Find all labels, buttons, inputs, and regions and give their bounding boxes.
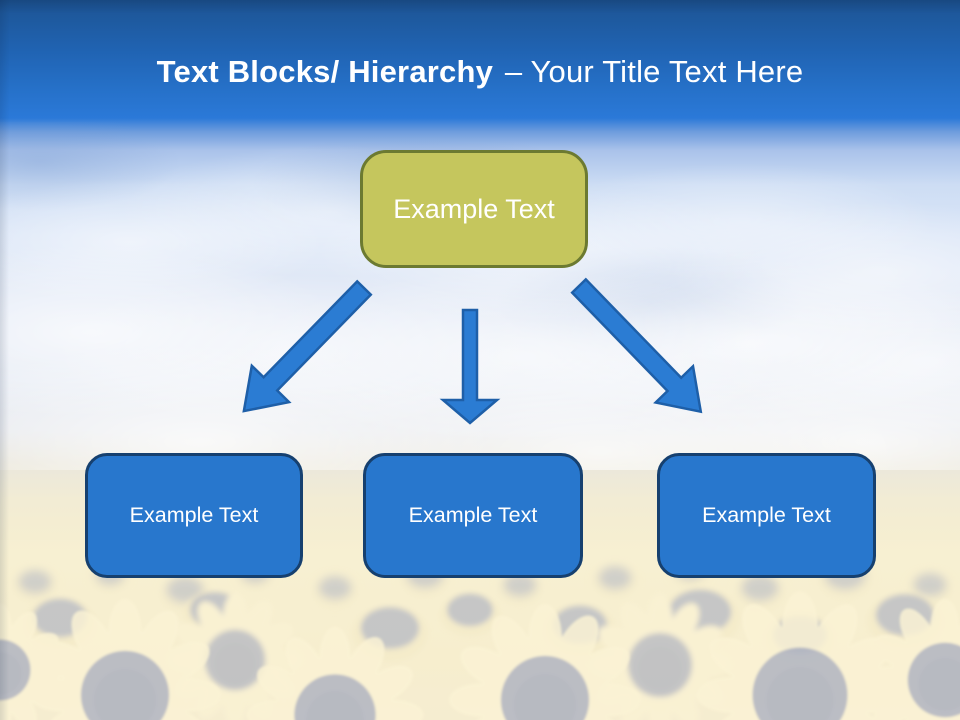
hierarchy-child-box-1[interactable]: Example Text	[85, 453, 303, 578]
arrow-down-left-icon[interactable]	[225, 270, 382, 429]
hierarchy-child-box-3[interactable]: Example Text	[657, 453, 876, 578]
slide-title[interactable]: Text Blocks/ Hierarchy – Your Title Text …	[0, 54, 960, 90]
arrow-down-right-icon[interactable]	[560, 268, 719, 430]
hierarchy-child-box-2[interactable]: Example Text	[363, 453, 583, 578]
child-box-3-label: Example Text	[702, 503, 831, 527]
hierarchy-root-box[interactable]: Example Text	[360, 150, 588, 268]
arrow-down-icon[interactable]	[439, 308, 501, 425]
title-bold-text: Text Blocks/ Hierarchy	[156, 54, 494, 89]
child-box-1-label: Example Text	[129, 503, 259, 527]
title-rest-text: – Your Title Text Here	[504, 54, 804, 89]
child-box-2-label: Example Text	[408, 503, 538, 527]
root-box-label: Example Text	[393, 193, 555, 224]
